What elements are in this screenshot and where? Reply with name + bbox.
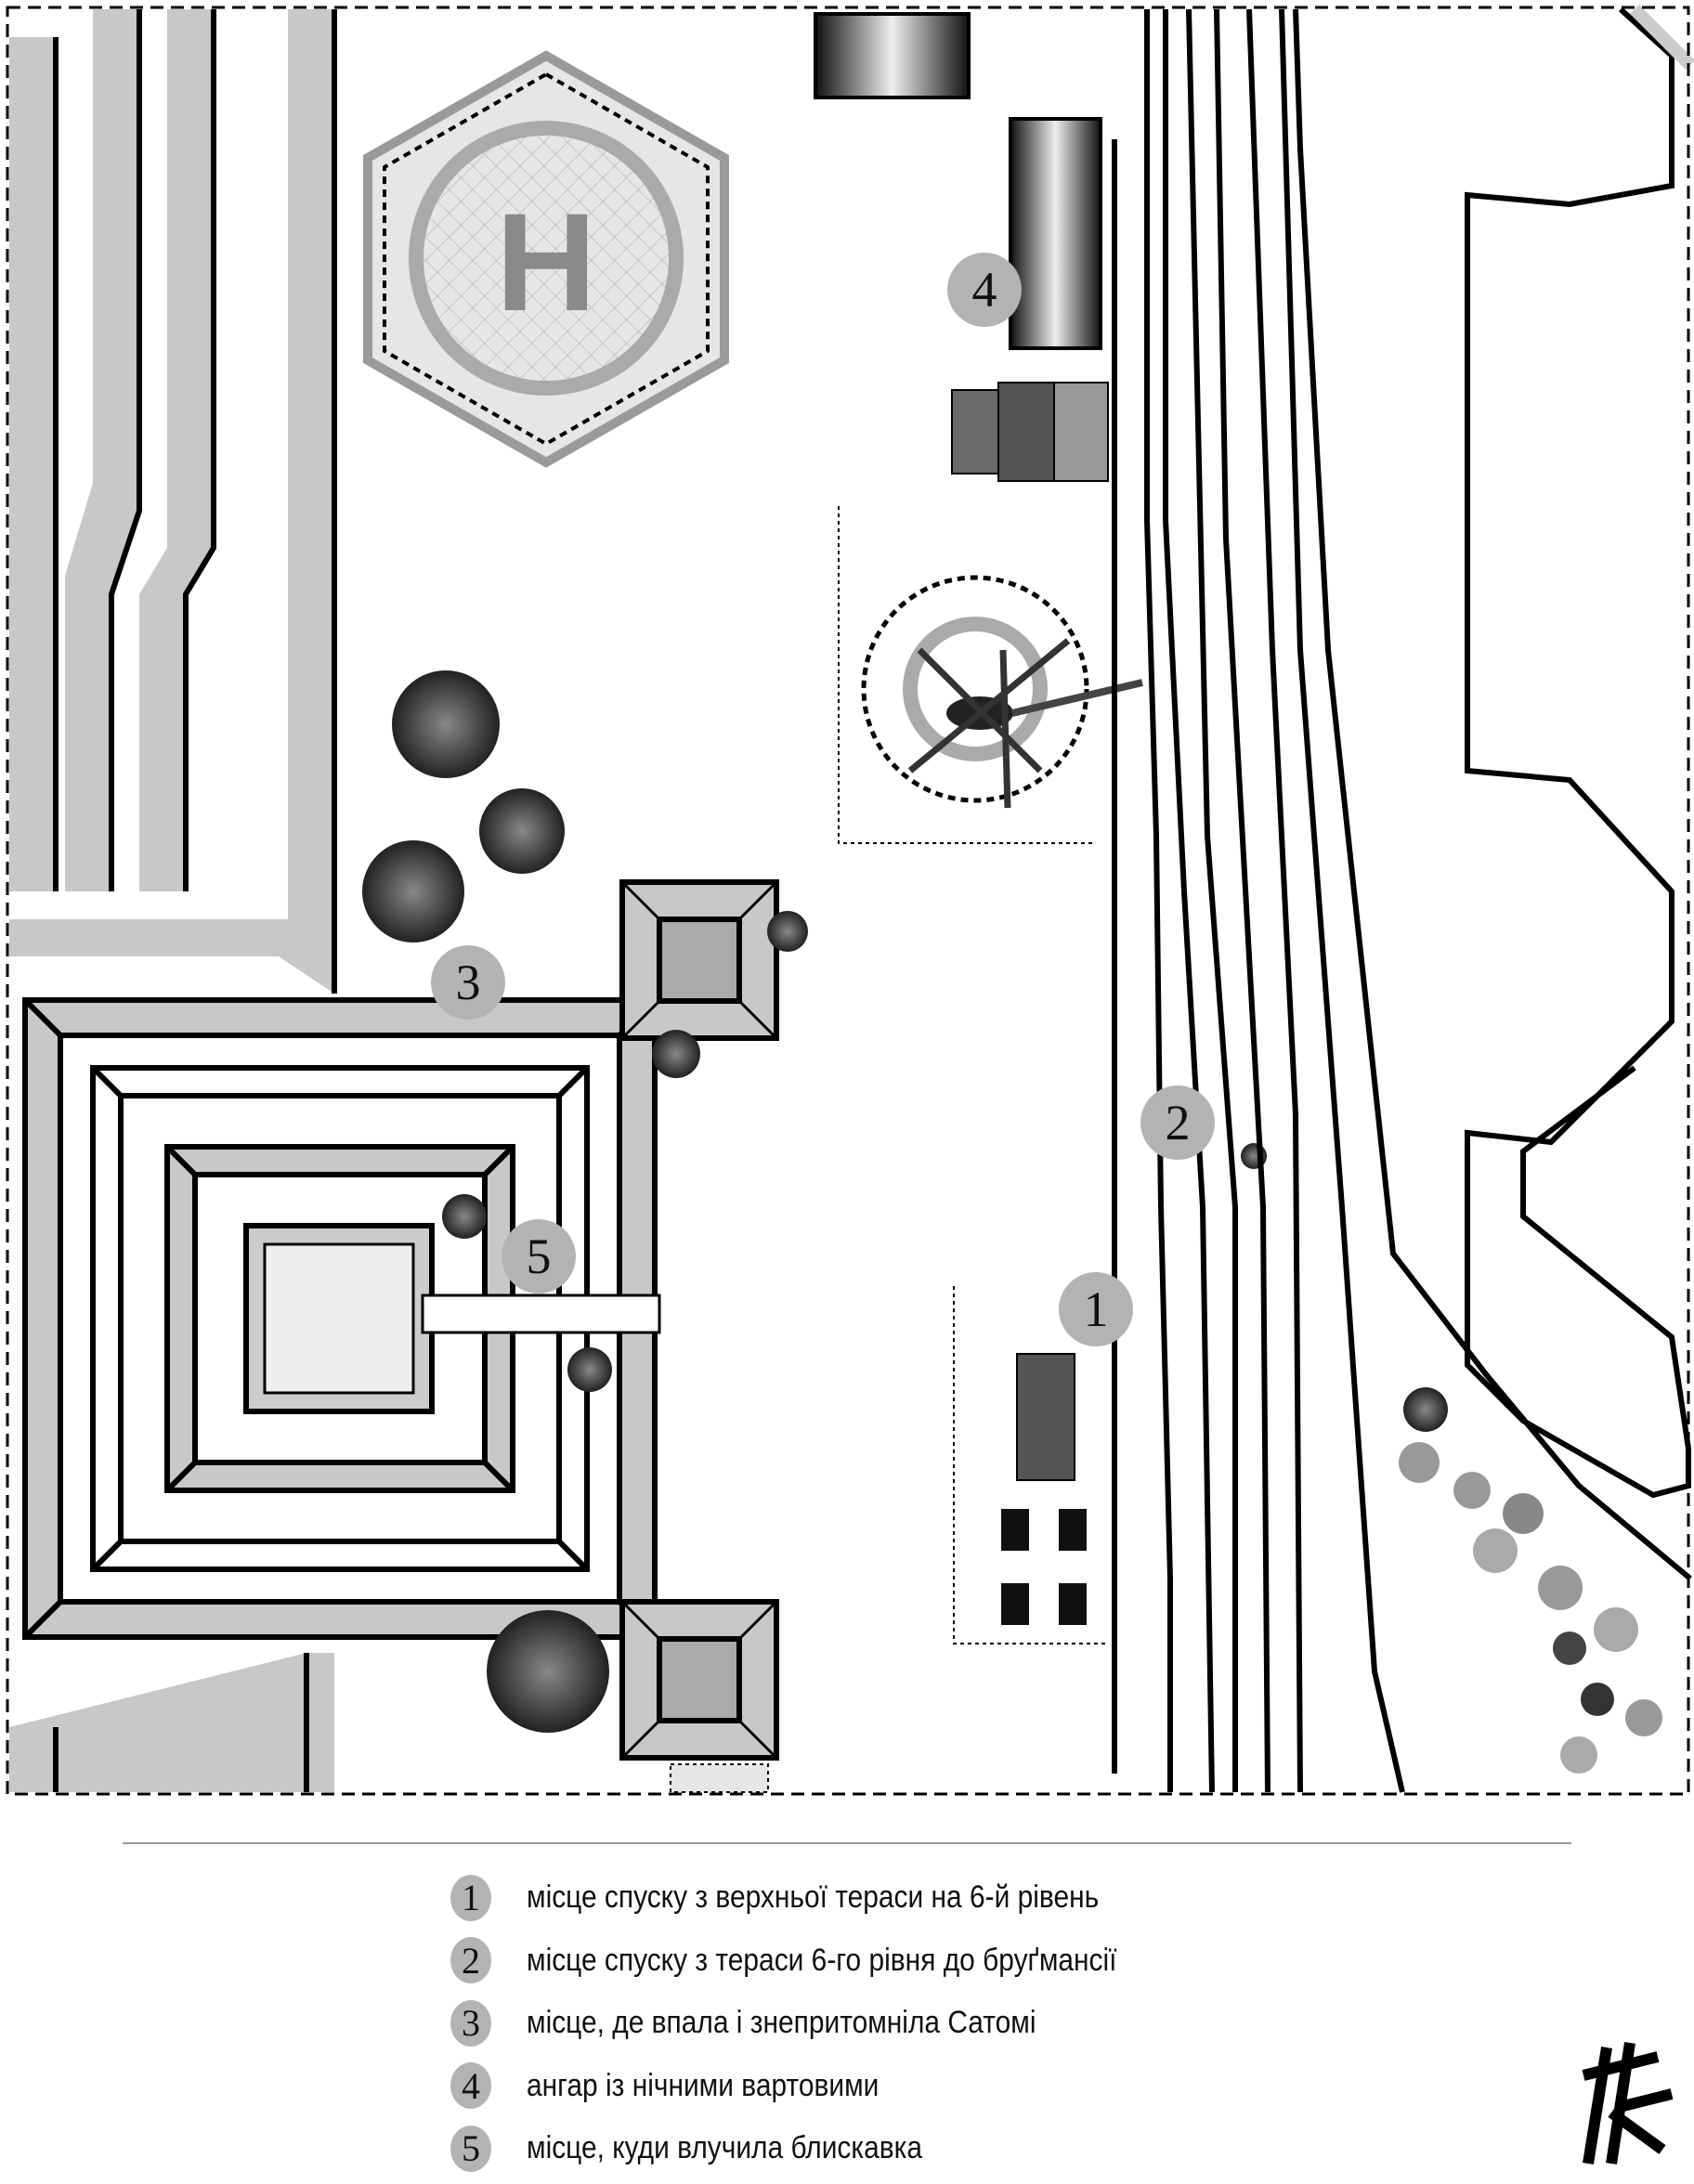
trees [362, 670, 1662, 1774]
svg-text:5: 5 [527, 1228, 552, 1284]
legend-number: 3 [450, 1999, 491, 2047]
helipad-letter: H [496, 184, 596, 340]
legend-text: ангар із нічними вартовими [527, 2067, 880, 2103]
legend-item: 2 місце спуску з тераси 6-го рівня до бру… [427, 1930, 1197, 1993]
marker-4: 4 [947, 253, 1022, 327]
right-wall [1465, 5, 1694, 1499]
hangar [1009, 117, 1102, 350]
legend-text: місце, де впала і знепритомніла Сатомі [527, 2005, 1036, 2041]
legend-item: 4 ангар із нічними вартовими [427, 2055, 1197, 2118]
right-terraces [1112, 8, 1692, 1793]
legend-item: 1 місце спуску з верхньої тераси на 6-й р… [427, 1866, 1197, 1930]
storage-tank [814, 12, 971, 99]
helicopter-icon [907, 638, 1143, 809]
svg-text:2: 2 [1166, 1095, 1191, 1150]
legend-number: 5 [450, 2125, 491, 2172]
marker-3: 3 [431, 945, 505, 1020]
legend-number: 1 [450, 1874, 491, 1921]
legend-text: місце спуску з верхньої тераси на 6-й рі… [527, 1879, 1100, 1916]
legend-text: місце спуску з тераси 6-го рівня до бруґ… [527, 1942, 1117, 1978]
legend-divider [123, 1842, 1571, 1844]
pavilion-bottom [619, 1599, 779, 1761]
marker-2: 2 [1140, 1086, 1215, 1160]
legend: 1 місце спуску з верхньої тераси на 6-й р… [427, 1866, 1197, 2180]
svg-text:3: 3 [456, 955, 481, 1010]
marker-1: 1 [1059, 1272, 1133, 1346]
svg-text:1: 1 [1084, 1281, 1109, 1337]
svg-text:4: 4 [972, 262, 997, 318]
legend-text: місце, куди влучила блискавка [527, 2130, 923, 2166]
legend-number: 2 [450, 1937, 491, 1984]
site-map: H [6, 5, 1694, 1796]
marker-5: 5 [502, 1219, 576, 1294]
author-logo [1582, 2042, 1674, 2164]
legend-item: 5 місце, куди влучила блискавка [427, 2117, 1197, 2180]
small-house [951, 382, 1109, 482]
pavilion-top [619, 879, 779, 1041]
left-terraces [9, 9, 337, 1792]
map-border [6, 6, 1690, 1796]
helicopter-pad [838, 506, 1143, 844]
legend-item: 3 місце, де впала і знепритомніла Сатомі [427, 1992, 1197, 2055]
legend-number: 4 [450, 2062, 491, 2110]
temple [22, 997, 661, 1640]
shrine [953, 1286, 1105, 1644]
gate [670, 1763, 769, 1793]
helipad: H [363, 50, 729, 468]
